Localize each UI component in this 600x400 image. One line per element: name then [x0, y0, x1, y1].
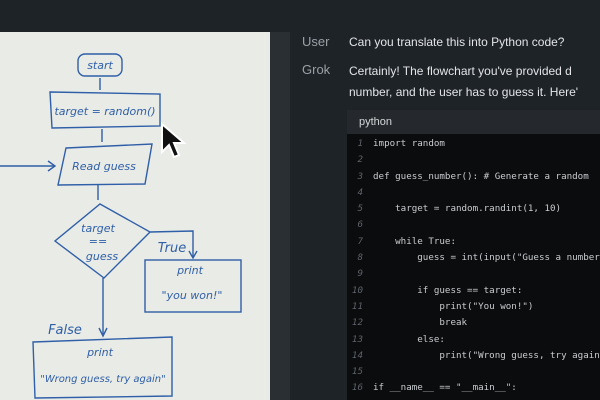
line-number: 12 [351, 317, 363, 329]
code-line: 4 [347, 185, 600, 201]
flow-lose-print: print [86, 346, 114, 359]
code-text: else: [373, 333, 445, 345]
flow-decision-3: guess [86, 250, 118, 263]
code-line: 15 [347, 364, 600, 380]
code-line: 12 break [347, 315, 600, 331]
line-number: 3 [357, 170, 363, 182]
line-number: 16 [351, 382, 363, 394]
line-number: 5 [357, 203, 363, 215]
code-line: 8 guess = int(input("Guess a number [347, 250, 600, 266]
line-number: 8 [357, 252, 363, 264]
code-line: 7 while True: [347, 234, 600, 250]
flow-assign: target = random() [54, 105, 155, 118]
flow-lose-text: "Wrong guess, try again" [40, 374, 165, 385]
flow-false-label: False [48, 323, 82, 338]
line-number: 2 [357, 154, 363, 166]
line-number: 1 [357, 138, 363, 149]
code-line: 10 if guess == target: [347, 283, 600, 299]
mouse-pointer-icon [161, 122, 187, 159]
code-lines: 1 import random 2 3 def guess_number(): # Ge… [347, 134, 600, 397]
flowchart-whiteboard-image: start target = random() Read guess targe… [0, 32, 290, 400]
code-line: 16 if __name__ == "__main__": [347, 380, 600, 396]
flow-win-text: "you won!" [162, 289, 223, 302]
code-line: 13 else: [347, 332, 600, 348]
code-line: 1 import random [347, 136, 600, 152]
code-text: import random [373, 138, 445, 149]
assistant-message-line-1: Certainly! The flowchart you've provided… [349, 64, 572, 78]
code-line: 3 def guess_number(): # Generate a random [347, 169, 600, 185]
code-text: guess = int(input("Guess a number [373, 252, 600, 264]
user-role-label: User [302, 34, 330, 49]
line-number: 7 [357, 235, 363, 247]
flow-start: start [87, 59, 113, 72]
flow-win-print: print [176, 264, 204, 277]
line-number: 15 [351, 366, 363, 378]
code-text: target = random.randint(1, 10) [373, 203, 562, 215]
flow-true-label: True [158, 241, 187, 256]
code-line: 14 print("Wrong guess, try again [347, 348, 600, 364]
code-line: 2 [347, 152, 600, 168]
code-text: print("You won!") [373, 300, 534, 312]
code-text: def guess_number(): # Generate a random [373, 170, 589, 182]
line-number: 11 [351, 300, 363, 312]
line-number: 10 [351, 284, 363, 296]
code-line: 5 target = random.randint(1, 10) [347, 201, 600, 217]
line-number: 4 [357, 186, 363, 198]
flow-decision-1: target [81, 222, 115, 235]
code-text: if __name__ == "__main__": [373, 382, 517, 394]
code-text: break [373, 317, 468, 329]
line-number: 6 [357, 219, 363, 231]
line-number: 14 [351, 349, 363, 361]
code-block: python 1 import random 2 3 def guess_number(… [347, 110, 600, 400]
line-number: 13 [351, 333, 363, 345]
flow-decision-2: == [89, 235, 107, 248]
flow-read: Read guess [72, 160, 136, 173]
code-text: if guess == target: [373, 284, 523, 296]
code-text: while True: [373, 235, 456, 247]
code-line: 9 [347, 266, 600, 282]
assistant-role-label: Grok [302, 62, 331, 77]
code-language-label: python [347, 110, 600, 134]
user-message: Can you translate this into Python code? [349, 35, 565, 49]
code-line: 11 print("You won!") [347, 299, 600, 315]
code-line: 6 [347, 217, 600, 233]
code-text: print("Wrong guess, try again [373, 349, 600, 361]
line-number: 9 [357, 268, 363, 280]
assistant-message-line-2: number, and the user has to guess it. He… [349, 85, 579, 99]
